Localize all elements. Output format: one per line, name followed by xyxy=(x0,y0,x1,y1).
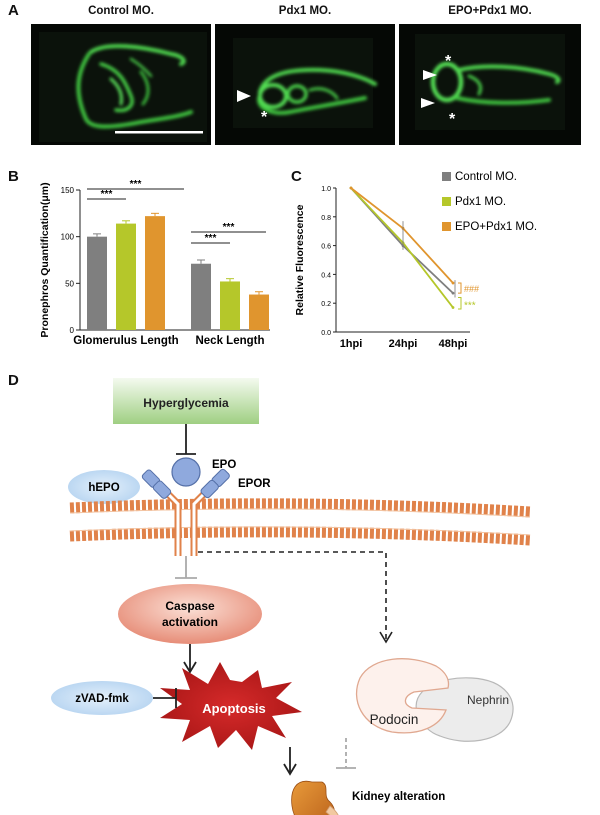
significance-bracket xyxy=(458,282,462,294)
epor-label: EPOR xyxy=(238,478,271,490)
y-tick-label: 0.4 xyxy=(321,272,331,279)
panel-c-letter: C xyxy=(291,168,302,185)
y-tick-label: 0.8 xyxy=(321,215,331,222)
significance-label: *** xyxy=(223,222,235,233)
panel-a-letter: A xyxy=(8,2,19,19)
legend-swatch xyxy=(442,172,451,181)
x-category-label: Glomerulus Length xyxy=(73,335,178,347)
hepo-ellipse xyxy=(68,470,140,504)
bar xyxy=(220,281,240,330)
y-tick-label: 0.6 xyxy=(321,244,331,251)
hyperglycemia-box: Hyperglycemia xyxy=(113,378,259,424)
pronephros-fluorescence xyxy=(257,67,377,115)
y-tick-label: 100 xyxy=(61,233,75,242)
arrowhead-marker xyxy=(237,90,251,102)
series-point xyxy=(451,291,455,295)
y-tick-label: 150 xyxy=(61,186,75,195)
bar xyxy=(116,223,136,330)
kidney-icon xyxy=(291,780,339,815)
pathway-diagram: Hyperglycemia EPO EPOR hEPO C xyxy=(51,378,531,815)
panel-d-letter: D xyxy=(8,372,19,389)
star-marker: * xyxy=(261,109,268,126)
podocin-label: Podocin xyxy=(370,712,419,727)
x-tick-label: 48hpi xyxy=(439,338,468,350)
micrograph-pdx1: * xyxy=(215,24,395,145)
micrograph-epo-pdx1: * * xyxy=(399,24,581,145)
legend-swatch xyxy=(442,197,451,206)
inhibition-zvad-apoptosis xyxy=(153,688,177,708)
image-title-pdx1: Pdx1 MO. xyxy=(278,5,332,17)
caspase-label-line1: Caspase xyxy=(165,599,215,613)
x-tick-label: 24hpi xyxy=(389,338,418,350)
nephrin-shape: Nephrin xyxy=(415,677,514,742)
significance-label: *** xyxy=(101,189,113,200)
legend-label: EPO+Pdx1 MO. xyxy=(455,221,537,233)
arrow-apoptosis-kidney xyxy=(283,747,297,776)
significance-label: ### xyxy=(464,284,479,294)
star-marker: * xyxy=(449,111,456,128)
zvad-fmk-ellipse xyxy=(51,681,153,715)
bar xyxy=(87,236,107,330)
zvad-fmk-label: zVAD-fmk xyxy=(75,693,129,705)
podocin-shape: Podocin xyxy=(355,658,450,734)
hepo-label: hEPO xyxy=(88,482,119,494)
caspase-activation-ellipse xyxy=(118,584,262,644)
legend-label: Control MO. xyxy=(455,171,517,183)
epo-ligand xyxy=(171,457,201,487)
series-line xyxy=(350,187,454,284)
dashed-arrow-epor-podocin xyxy=(198,551,393,644)
x-tick-label: 1hpi xyxy=(340,338,363,350)
epo-label: EPO xyxy=(212,459,236,471)
y-tick-label: 0 xyxy=(70,326,75,335)
significance-label: *** xyxy=(205,233,217,244)
bar xyxy=(145,216,165,330)
scale-bar xyxy=(115,131,203,134)
pronephros-fluorescence xyxy=(76,44,193,129)
pronephros-fluorescence xyxy=(430,61,561,105)
y-tick-label: 0.0 xyxy=(321,330,331,337)
image-title-control: Control MO. xyxy=(88,5,154,17)
bar xyxy=(249,294,269,330)
arrowhead-marker xyxy=(423,70,437,80)
y-tick-label: 0.2 xyxy=(321,301,331,308)
image-title-epo-pdx1: EPO+Pdx1 MO. xyxy=(448,5,532,17)
legend-label: Pdx1 MO. xyxy=(455,196,506,208)
kidney-alteration-label: Kidney alteration xyxy=(352,791,445,803)
legend-swatch xyxy=(442,222,451,231)
y-tick-label: 1.0 xyxy=(321,186,331,193)
hyperglycemia-label: Hyperglycemia xyxy=(143,396,229,410)
series-point xyxy=(451,306,455,309)
significance-bracket xyxy=(458,296,462,310)
nephrin-label: Nephrin xyxy=(467,693,509,707)
y-axis-title: Relative Fluorescence xyxy=(294,204,306,315)
cell-membrane xyxy=(69,498,531,546)
inhibition-podocin-kidney xyxy=(336,738,356,769)
y-tick-label: 50 xyxy=(65,279,74,288)
caspase-label-line2: activation xyxy=(162,615,218,629)
apoptosis-label: Apoptosis xyxy=(202,701,266,716)
arrowhead-marker xyxy=(421,98,435,108)
epor-receptor xyxy=(141,468,230,556)
y-axis-title: Pronephros Quantification(μm) xyxy=(39,182,51,337)
x-category-label: Neck Length xyxy=(195,335,264,347)
inhibition-epor-caspase xyxy=(175,556,197,579)
series-point xyxy=(349,186,353,190)
pronephros-bar-chart: 0 50 100 150 Pronephros Quantification(μm) Gl… xyxy=(39,179,270,347)
inhibition-hyperglycemia-epo xyxy=(176,424,196,455)
arrow-caspase-apoptosis xyxy=(183,644,197,674)
significance-label: *** xyxy=(464,301,476,312)
apoptosis-burst xyxy=(160,662,302,750)
micrograph-control xyxy=(31,24,211,145)
bar xyxy=(191,263,211,330)
star-marker: * xyxy=(445,53,452,70)
series-point xyxy=(451,281,455,285)
significance-label: *** xyxy=(130,179,142,190)
panel-b-letter: B xyxy=(8,168,19,185)
